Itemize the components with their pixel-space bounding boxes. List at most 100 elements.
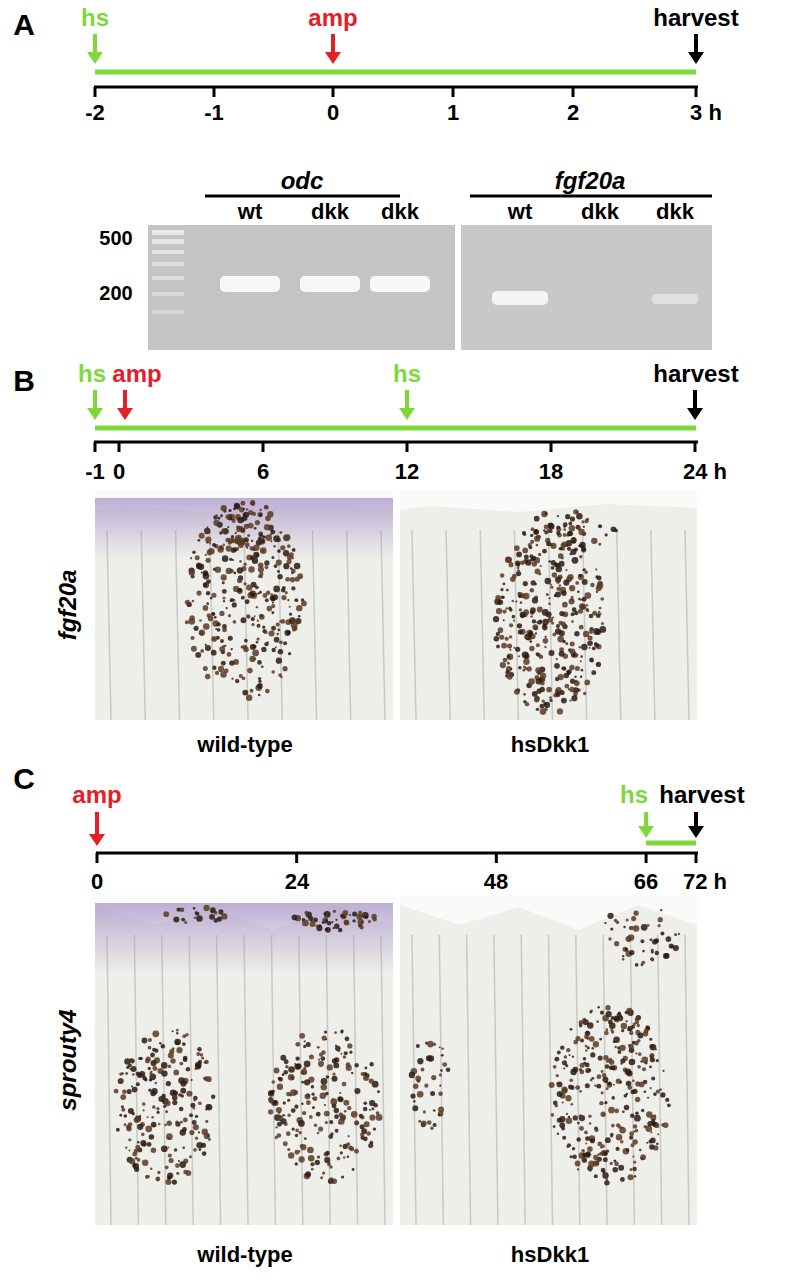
event-label: amp xyxy=(72,782,121,808)
tick-label: 1 xyxy=(447,101,459,125)
axis-tick xyxy=(295,853,298,863)
event-arrow xyxy=(93,390,97,410)
fin-image xyxy=(95,490,393,720)
fin-image xyxy=(95,895,393,1225)
event-arrow xyxy=(405,390,409,410)
gel-band xyxy=(652,294,698,304)
lane-label: wt xyxy=(508,200,532,224)
axis-tick xyxy=(118,442,121,452)
size-marker: 500 xyxy=(99,227,132,249)
gene-label: odc xyxy=(281,168,324,194)
tick-label: 0 xyxy=(327,101,339,125)
heat-shock-bar xyxy=(646,841,696,846)
arrow-head xyxy=(117,408,133,420)
axis-tick xyxy=(96,853,99,863)
event-arrow xyxy=(95,812,99,836)
lane-group-line xyxy=(470,195,712,198)
event-label: hs xyxy=(81,5,109,31)
event-label: hs xyxy=(620,782,648,808)
ladder-band xyxy=(152,230,184,235)
tick-label: -1 xyxy=(204,101,224,125)
genotype-label: hsDkk1 xyxy=(511,1243,589,1267)
ladder-band xyxy=(152,292,184,296)
arrow-head xyxy=(87,52,103,64)
axis-tick xyxy=(332,87,335,97)
axis-tick xyxy=(94,87,97,97)
axis-tick xyxy=(94,442,97,452)
probe-label: fgf20a xyxy=(55,570,81,641)
tick-label: 12 xyxy=(395,460,419,484)
tick-label: 2 xyxy=(567,101,579,125)
ladder-band xyxy=(152,239,184,244)
gel-band xyxy=(300,276,360,292)
heat-shock-bar xyxy=(95,70,696,75)
event-arrow xyxy=(93,34,97,54)
panel-letter: A xyxy=(13,8,35,41)
event-arrow xyxy=(123,390,127,410)
genotype-label: wild-type xyxy=(197,733,292,757)
event-arrow xyxy=(644,812,648,828)
arrow-head xyxy=(89,834,105,846)
time-axis xyxy=(94,441,698,444)
tick-label: 3 h xyxy=(690,101,722,125)
gel-image xyxy=(148,225,455,350)
genotype-label: wild-type xyxy=(197,1243,292,1267)
tick-label: 0 xyxy=(113,460,125,484)
tick-label: 48 xyxy=(484,870,508,894)
arrow-head xyxy=(87,408,103,420)
event-label: amp xyxy=(112,361,161,387)
event-arrow xyxy=(331,34,335,54)
tick-label: 72 h xyxy=(683,870,727,894)
panel-letter: C xyxy=(13,762,35,795)
arrow-head xyxy=(688,52,704,64)
tick-label: -2 xyxy=(85,101,105,125)
lane-label: wt xyxy=(238,200,262,224)
event-arrow xyxy=(693,390,697,410)
axis-tick xyxy=(406,442,409,452)
axis-tick xyxy=(495,853,498,863)
event-label: harvest xyxy=(653,361,738,387)
event-label: amp xyxy=(308,5,357,31)
arrow-head xyxy=(325,52,341,64)
tick-label: 0 xyxy=(91,870,103,894)
panel-letter: B xyxy=(13,364,35,397)
time-axis xyxy=(94,86,698,89)
tick-label: 24 h xyxy=(683,460,727,484)
gel-band xyxy=(370,276,430,292)
event-arrow xyxy=(694,34,698,54)
axis-tick xyxy=(262,442,265,452)
axis-tick xyxy=(550,442,553,452)
time-axis xyxy=(96,852,698,855)
ladder-band xyxy=(152,250,184,254)
axis-tick xyxy=(694,442,697,452)
gel-band xyxy=(492,291,548,305)
axis-tick xyxy=(695,853,698,863)
arrow-head xyxy=(688,826,704,838)
lane-label: dkk xyxy=(381,200,419,224)
event-arrow xyxy=(694,812,698,828)
gene-label: fgf20a xyxy=(555,168,626,194)
tick-label: -1 xyxy=(85,460,105,484)
lane-label: dkk xyxy=(311,200,349,224)
event-label: harvest xyxy=(653,5,738,31)
heat-shock-bar xyxy=(95,426,696,431)
tick-label: 6 xyxy=(257,460,269,484)
event-label: harvest xyxy=(659,782,744,808)
gel-band xyxy=(220,276,280,292)
axis-tick xyxy=(452,87,455,97)
axis-tick xyxy=(572,87,575,97)
arrow-head xyxy=(399,408,415,420)
arrow-head xyxy=(638,826,654,838)
ladder-band xyxy=(152,262,184,266)
lane-label: dkk xyxy=(581,200,619,224)
ladder-band xyxy=(152,310,184,314)
event-label: hs xyxy=(393,361,421,387)
size-marker: 200 xyxy=(99,282,132,304)
tick-label: 24 xyxy=(285,870,309,894)
lane-label: dkk xyxy=(656,200,694,224)
event-label: hs xyxy=(78,361,106,387)
ladder-band xyxy=(152,276,184,280)
axis-tick xyxy=(695,87,698,97)
